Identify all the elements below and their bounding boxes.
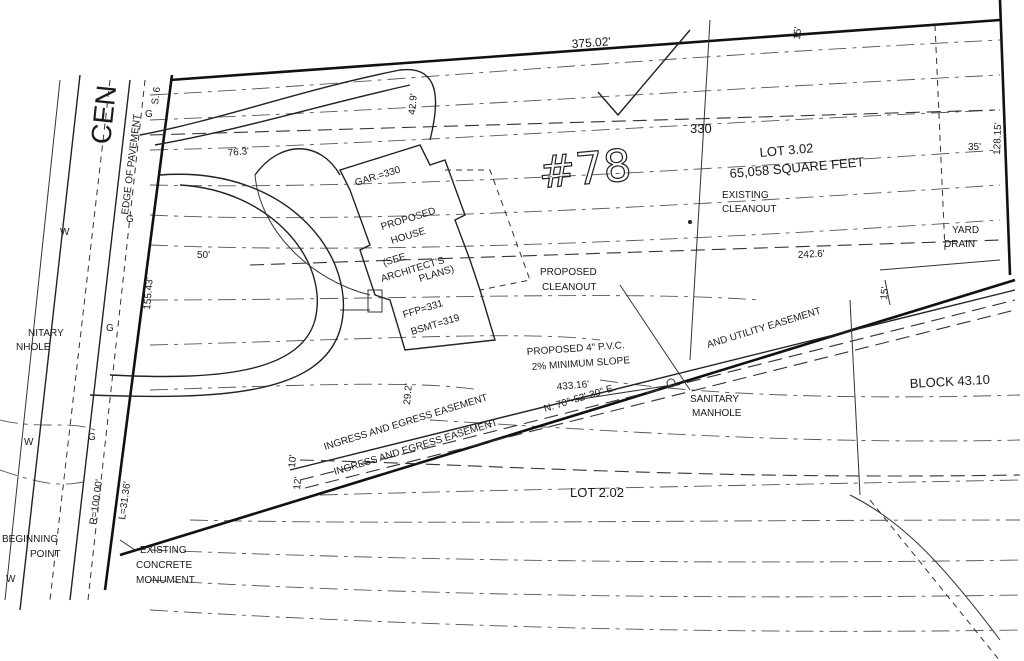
sanitary-manhole-line1: SANITARY	[690, 394, 739, 405]
edge-of-pavement-label: EDGE OF PAVEMENT	[120, 113, 143, 215]
yard-drain-line2: DRAIN	[944, 239, 975, 250]
property-boundary	[119, 0, 1016, 557]
sanitary-manhole-line2: MANHOLE	[692, 408, 742, 419]
dim-35: 35'	[968, 142, 981, 153]
monument-line1: EXISTING	[140, 545, 187, 556]
lot-lines	[299, 259, 1021, 661]
dim-433: 433.16'	[556, 379, 589, 393]
ingress-easement-lower: INGRESS AND EGRESS EASEMENT	[333, 417, 499, 477]
beginning-point-line1: BEGINNING	[2, 534, 58, 545]
dim-12: 12'	[292, 476, 304, 490]
road-width-label: S. 6	[150, 86, 163, 105]
dim-50: 50'	[197, 250, 210, 261]
house-label-1: PROPOSED	[380, 206, 437, 233]
gas-line-marker: G	[88, 432, 96, 443]
existing-cleanout-line2: CLEANOUT	[722, 204, 776, 215]
road-name: CEN	[85, 84, 122, 146]
labels: CEN EDGE OF PAVEMENT S. 6 375.02' 15' 12…	[2, 26, 1004, 586]
gas-line-marker: G	[145, 109, 153, 120]
radius-label: R=100.00'	[88, 479, 105, 526]
existing-cleanout-line1: EXISTING	[722, 190, 769, 201]
lot-south-label: LOT 2.02	[570, 485, 624, 500]
water-line-marker: W	[24, 437, 34, 448]
monument-line2: CONCRETE	[136, 560, 192, 571]
proposed-cleanout-line1: PROPOSED	[540, 267, 597, 278]
yard-drain-line1: YARD	[952, 225, 979, 236]
gas-line-marker: G	[106, 323, 114, 334]
proposed-house	[339, 144, 531, 351]
markers	[119, 220, 692, 551]
left-manhole-line1: NITARY	[28, 328, 64, 339]
contour-lines	[0, 39, 1021, 632]
road-lines	[4, 74, 174, 611]
garage-label: GAR.=330	[354, 164, 403, 188]
east-dimension: 128.15'	[992, 122, 1004, 155]
dim-10: 10'	[287, 454, 299, 468]
proposed-cleanout-line2: CLEANOUT	[542, 282, 596, 293]
check-mark-icon	[597, 29, 691, 117]
dim-155: 155.43'	[142, 277, 156, 310]
pvc-line2: 2% MINIMUM SLOPE	[531, 355, 630, 373]
north-dimension: 375.02'	[571, 34, 611, 51]
north-dim-small: 15'	[792, 26, 804, 40]
dim-29: 29.2'	[402, 383, 415, 405]
dim-242: 242.6'	[798, 249, 826, 261]
pvc-line1: PROPOSED 4" P.V.C.	[526, 340, 625, 358]
lot-main-area: 65,058 SQUARE FEET	[729, 154, 865, 181]
driveway	[89, 68, 437, 398]
gas-line-marker: G	[126, 214, 134, 225]
dim-76: 76.3'	[227, 146, 249, 159]
ffp-label: FFP=331	[402, 298, 445, 321]
contour-330-label: 330	[690, 121, 712, 136]
beginning-point-line2: POINT	[30, 549, 61, 560]
handwritten-lot-number: #78	[537, 140, 634, 199]
left-manhole-line2: NHOLE	[16, 342, 51, 353]
lot-main-label: LOT 3.02	[759, 140, 814, 160]
water-line-marker: W	[6, 574, 16, 585]
monument-line3: MONUMENT	[136, 575, 195, 586]
water-line-marker: W	[60, 227, 70, 238]
dim-15b: 15'	[879, 286, 891, 300]
arc-label: L=31.36'	[117, 481, 133, 521]
dim-42: 42.9'	[407, 93, 420, 115]
block-label: BLOCK 43.10	[909, 372, 990, 391]
